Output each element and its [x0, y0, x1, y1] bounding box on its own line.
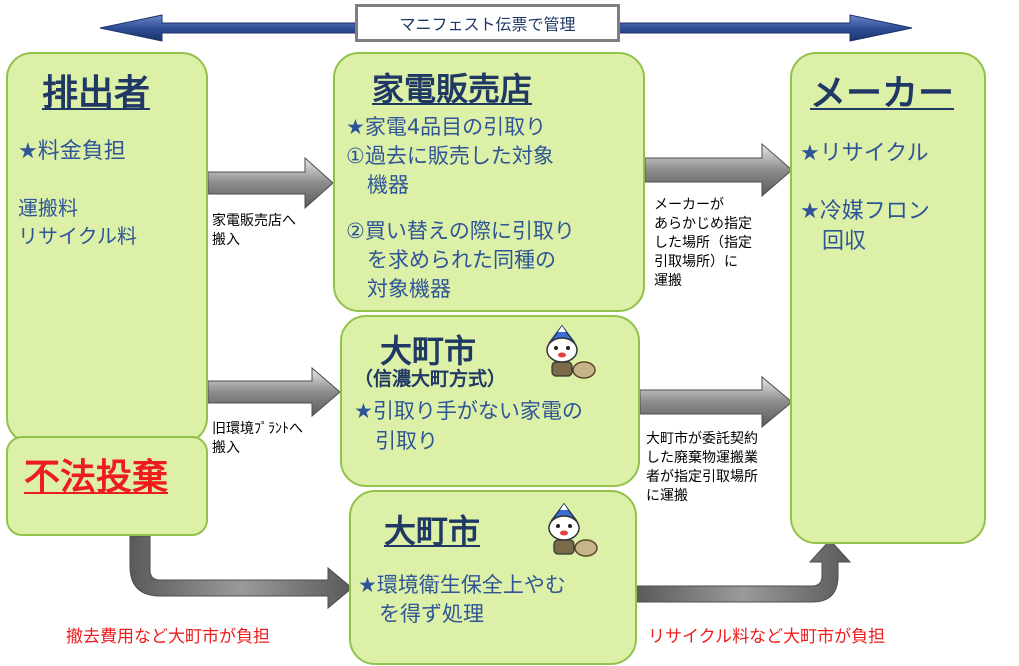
maker-title: メーカー — [810, 73, 955, 114]
label-line: 運搬 — [654, 272, 682, 289]
city-low-box — [349, 490, 637, 665]
gray-arrow-icon — [207, 366, 341, 418]
label-line: メーカーが — [654, 197, 724, 213]
gray-arrow-icon — [639, 375, 793, 429]
city-mid-title: 大町市 — [380, 332, 477, 370]
label-line: あらかじめ指定 — [654, 215, 752, 232]
discharger-fee-line1: 運搬料 — [18, 196, 78, 220]
mascot-icon — [548, 502, 598, 557]
mascot-icon — [546, 324, 596, 379]
city-mid-box — [340, 315, 640, 487]
discharger-star: ★料金負担 — [18, 139, 126, 164]
city-mid-subtitle: （信濃大町方式） — [354, 368, 507, 390]
city-low-line: を得ず処理 — [358, 602, 484, 626]
gray-arrow-icon — [644, 142, 793, 198]
to-maker-mid-label: 大町市が委託契約 した廃棄物運搬業 者が指定引取場所 に運搬 — [646, 430, 758, 506]
curved-arrow-icon — [635, 539, 852, 603]
gray-arrow-icon — [207, 156, 334, 210]
city-low-title: 大町市 — [384, 512, 481, 550]
retailer-title: 家電販売店 — [372, 70, 533, 108]
maker-line: 回収 — [800, 229, 867, 254]
maker-box — [790, 52, 986, 544]
illegal-box — [6, 436, 208, 536]
manifest-label: マニフェスト伝票で管理 — [355, 4, 620, 42]
retailer-line: 対象機器 — [346, 277, 451, 301]
retailer-line: を求められた同種の — [346, 248, 556, 272]
label-line: 旧環境ﾌﾟﾗﾝﾄへ — [212, 421, 303, 437]
label-line: 搬入 — [212, 439, 240, 456]
label-line: に運搬 — [646, 487, 688, 504]
curved-arrow-icon — [129, 535, 353, 610]
label-line: 家電販売店へ — [212, 213, 296, 229]
label-line: 者が指定引取場所 — [646, 468, 758, 485]
label-line: した廃棄物運搬業 — [646, 449, 758, 466]
city-mid-line: 引取り — [354, 429, 438, 453]
maker-line: ★冷媒フロン — [800, 199, 930, 224]
retailer-line: ②買い替えの際に引取り — [346, 219, 575, 243]
maker-line: ★リサイクル — [800, 141, 929, 166]
retailer-line: ★家電4品目の引取り — [346, 115, 547, 139]
discharger-fee-line2: リサイクル料 — [18, 224, 137, 248]
label-line: 搬入 — [212, 231, 240, 248]
cost-left-label: 撤去費用など大町市が負担 — [66, 627, 270, 647]
to-retailer-label: 家電販売店へ 搬入 — [212, 212, 296, 250]
discharger-title: 排出者 — [42, 73, 151, 114]
to-plant-label: 旧環境ﾌﾟﾗﾝﾄへ 搬入 — [212, 420, 303, 458]
label-line: した場所（指定 — [654, 234, 752, 251]
cost-right-label: リサイクル料など大町市が負担 — [648, 627, 886, 647]
city-mid-line: ★引取り手がない家電の — [354, 399, 583, 423]
retailer-box — [333, 52, 645, 312]
label-line: 大町市が委託契約 — [646, 431, 758, 447]
retailer-line: ①過去に販売した対象 — [346, 144, 554, 168]
label-line: 引取場所）に — [654, 253, 738, 270]
retailer-line: 機器 — [346, 173, 409, 197]
illegal-title: 不法投棄 — [24, 457, 169, 498]
city-low-line: ★環境衛生保全上やむ — [358, 573, 566, 597]
to-maker-top-label: メーカーが あらかじめ指定 した場所（指定 引取場所）に 運搬 — [654, 196, 752, 290]
